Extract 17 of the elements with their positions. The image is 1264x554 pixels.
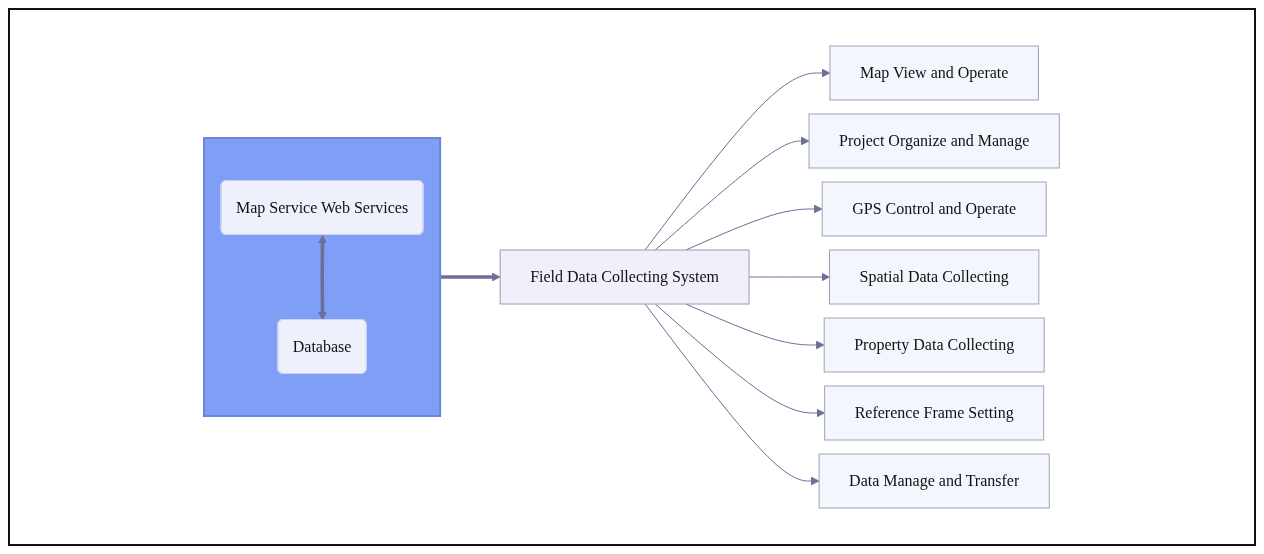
cluster [203,137,442,417]
node-box: Project Organize and Manage [808,113,1061,169]
arrow [685,204,823,251]
arrow [644,68,831,251]
node-box: Field Data Collecting System [500,249,750,305]
arrow [318,235,328,321]
node-box: Map View and Operate [829,45,1040,101]
arrow [644,303,820,486]
arrow [440,272,501,282]
node-box: Data Manage and Transfer [818,453,1051,509]
node-box: GPS Control and Operate [822,181,1047,237]
node-box: Property Data Collecting [824,317,1045,373]
arrow [655,303,826,418]
node-box: Reference Frame Setting [824,385,1045,441]
node-box: Spatial Data Collecting [829,249,1040,305]
arrow [748,272,831,282]
arrow [655,136,810,251]
